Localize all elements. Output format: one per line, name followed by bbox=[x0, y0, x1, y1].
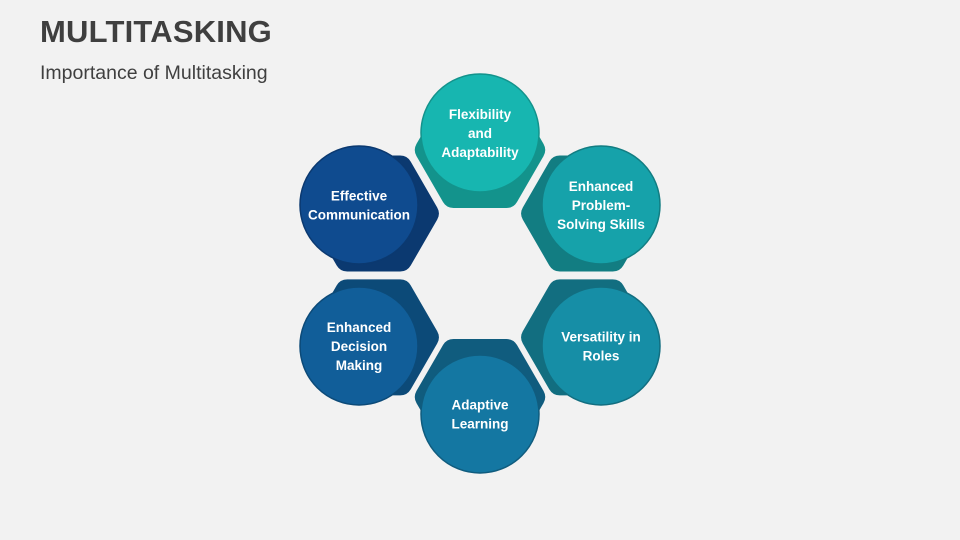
node-label-line: Problem- bbox=[572, 198, 631, 213]
node-label-line: Making bbox=[336, 358, 383, 373]
node-label-line: Enhanced bbox=[569, 179, 634, 194]
node-label-line: Roles bbox=[583, 349, 620, 364]
page-title: MULTITASKING bbox=[40, 14, 272, 49]
page-subtitle: Importance of Multitasking bbox=[40, 62, 268, 84]
node-circle-problem-solving bbox=[541, 145, 661, 265]
node-label-line: Solving Skills bbox=[557, 217, 645, 232]
node-label-line: Enhanced bbox=[327, 320, 392, 335]
node-label-line: Adaptive bbox=[451, 398, 509, 413]
node-label-line: Learning bbox=[451, 417, 508, 432]
node-label-line: Flexibility bbox=[449, 107, 512, 122]
node-circle-flexibility bbox=[420, 73, 540, 193]
node-circle-decision-making bbox=[299, 286, 419, 406]
node-label-line: and bbox=[468, 126, 492, 141]
node-versatility: Versatility in Roles bbox=[541, 286, 661, 406]
node-label-line: Communication bbox=[308, 208, 410, 223]
node-label-line: Effective bbox=[331, 189, 388, 204]
node-circle-versatility bbox=[541, 286, 661, 406]
node-label-line: Decision bbox=[331, 339, 387, 354]
node-circle-adaptive-learning bbox=[420, 354, 540, 474]
node-circle-communication bbox=[299, 145, 419, 265]
node-label-line: Adaptability bbox=[441, 145, 519, 160]
node-label-line: Versatility in bbox=[561, 330, 641, 345]
